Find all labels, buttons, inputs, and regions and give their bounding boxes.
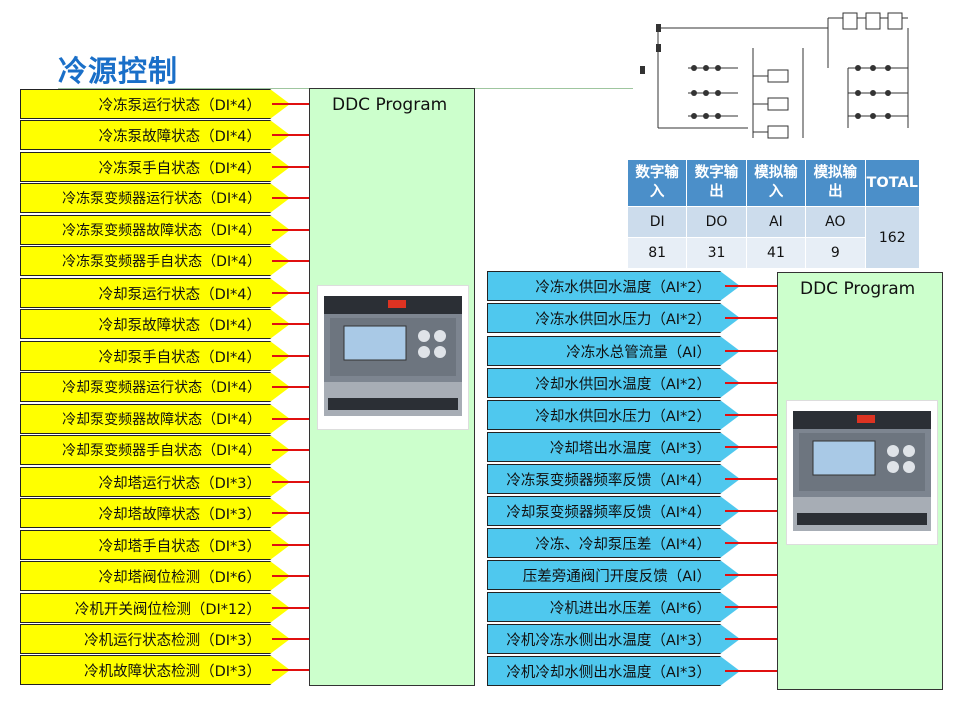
connector-line (725, 414, 777, 416)
label-do: DO (686, 206, 747, 238)
connector-line (725, 350, 777, 352)
ai-point-label: 冷却水供回水温度（AI*2） (487, 368, 740, 398)
connector-line (725, 285, 777, 287)
header-do: 数字输出 (686, 159, 747, 207)
ai-point-label: 压差旁通阀门开度反馈（AI） (487, 560, 740, 590)
connector-line (272, 197, 309, 199)
value-di: 81 (626, 237, 688, 269)
connector-line (272, 512, 309, 514)
di-point-label: 冷却塔故障状态（DI*3） (20, 498, 290, 528)
connector-line (725, 574, 777, 576)
connector-line (272, 638, 309, 640)
label-di: DI (626, 206, 688, 238)
di-point-label: 冷冻泵变频器运行状态（DI*4） (20, 183, 290, 213)
di-point-label: 冷却泵变频器故障状态（DI*4） (20, 404, 290, 434)
di-point-label: 冷冻泵手自状态（DI*4） (20, 152, 290, 182)
connector-line (725, 382, 777, 384)
label-ai: AI (745, 206, 807, 238)
connector-line (272, 355, 309, 357)
controller-device-image (317, 285, 469, 430)
connector-line (272, 575, 309, 577)
left-ddc-title: DDC Program (332, 95, 448, 115)
connector-line (725, 510, 777, 512)
connector-line (725, 638, 777, 640)
total-value: 162 (864, 206, 921, 269)
ai-point-label: 冷机冷冻水侧出水温度（AI*3） (487, 624, 740, 654)
connector-line (272, 449, 309, 451)
di-point-label: 冷冻泵运行状态（DI*4） (20, 89, 290, 119)
connector-line (272, 386, 309, 388)
controller-device-image (786, 400, 938, 545)
ai-point-label: 冷却泵变频器频率反馈（AI*4） (487, 496, 740, 526)
ai-point-label: 冷机冷却水侧出水温度（AI*3） (487, 656, 740, 686)
connector-line (272, 607, 309, 609)
connector-line (272, 292, 309, 294)
value-ao: 9 (805, 237, 866, 269)
connector-line (272, 103, 309, 105)
right-ddc-title: DDC Program (800, 279, 916, 299)
di-point-label: 冷却泵手自状态（DI*4） (20, 341, 290, 371)
di-point-label: 冷冻泵变频器故障状态（DI*4） (20, 215, 290, 245)
connector-line (725, 317, 777, 319)
ai-point-label: 冷冻水供回水温度（AI*2） (487, 271, 740, 301)
connector-line (272, 669, 309, 671)
connector-line (272, 134, 309, 136)
ai-point-label: 冷冻、冷却泵压差（AI*4） (487, 528, 740, 558)
di-point-label: 冷机故障状态检测（DI*3） (20, 655, 290, 685)
connector-line (272, 229, 309, 231)
header-ai: 模拟输入 (745, 159, 807, 207)
connector-line (725, 606, 777, 608)
connector-line (725, 478, 777, 480)
connector-line (272, 481, 309, 483)
ai-point-label: 冷却水供回水压力（AI*2） (487, 400, 740, 430)
connector-line (272, 544, 309, 546)
ai-point-label: 冷冻泵变频器频率反馈（AI*4） (487, 464, 740, 494)
di-point-label: 冷冻泵故障状态（DI*4） (20, 120, 290, 150)
di-point-label: 冷却泵变频器手自状态（DI*4） (20, 435, 290, 465)
header-di: 数字输入 (626, 159, 688, 207)
ai-point-label: 冷冻水总管流量（AI） (487, 336, 740, 366)
label-ao: AO (805, 206, 866, 238)
di-point-label: 冷却泵运行状态（DI*4） (20, 278, 290, 308)
connector-line (272, 260, 309, 262)
di-point-label: 冷却塔阀位检测（DI*6） (20, 561, 290, 591)
value-ai: 41 (745, 237, 807, 269)
header-total: TOTAL (864, 159, 921, 207)
di-point-label: 冷机运行状态检测（DI*3） (20, 624, 290, 654)
di-point-label: 冷却泵故障状态（DI*4） (20, 309, 290, 339)
di-point-label: 冷机开关阀位检测（DI*12） (20, 593, 290, 623)
connector-line (272, 418, 309, 420)
connector-line (272, 166, 309, 168)
di-point-label: 冷冻泵变频器手自状态（DI*4） (20, 246, 290, 276)
header-ao: 模拟输出 (805, 159, 866, 207)
di-point-label: 冷却塔运行状态（DI*3） (20, 467, 290, 497)
chiller-plant-schematic (640, 12, 909, 139)
connector-line (725, 542, 777, 544)
di-point-label: 冷却泵变频器运行状态（DI*4） (20, 372, 290, 402)
value-do: 31 (686, 237, 747, 269)
connector-line (725, 670, 777, 672)
ai-point-label: 冷机进出水压差（AI*6） (487, 592, 740, 622)
ai-point-label: 冷却塔出水温度（AI*3） (487, 432, 740, 462)
io-summary-table: 数字输入 数字输出 模拟输入 模拟输出 TOTAL DI DO AI AO 16… (626, 159, 921, 269)
ai-point-label: 冷冻水供回水压力（AI*2） (487, 303, 740, 333)
connector-line (272, 323, 309, 325)
connector-line (725, 446, 777, 448)
page-title: 冷源控制 (58, 54, 179, 88)
di-point-label: 冷却塔手自状态（DI*3） (20, 530, 290, 560)
